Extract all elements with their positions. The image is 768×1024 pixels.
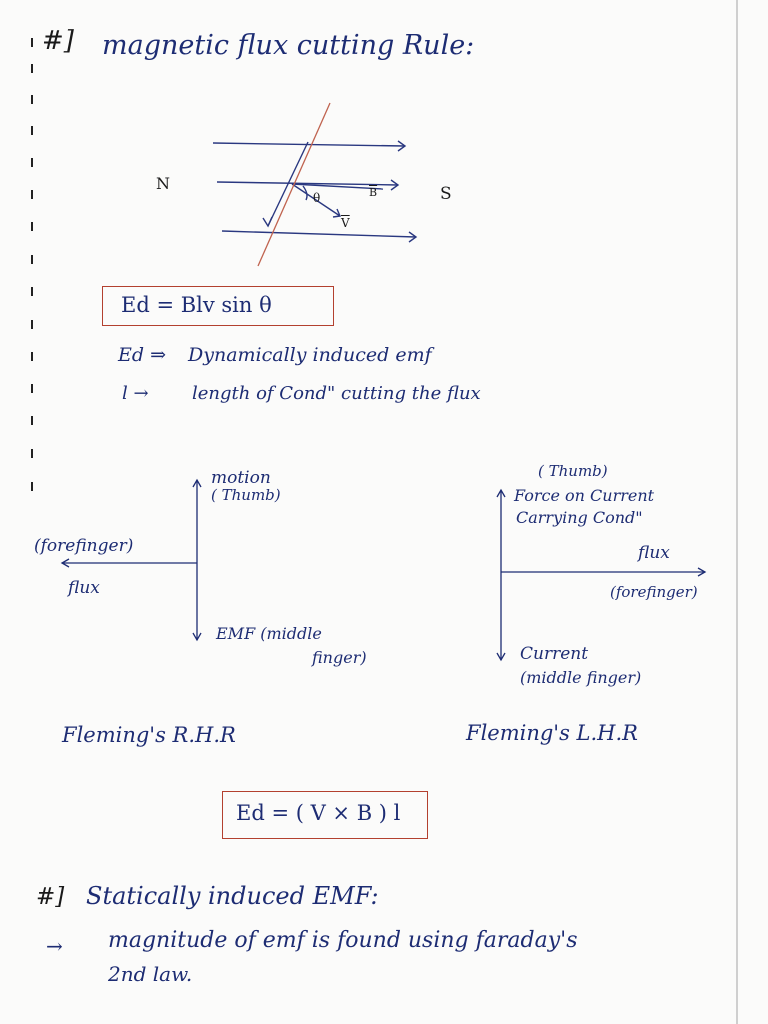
flux-line-middle — [216, 181, 399, 186]
formula-ed-blv-sin: Ed = Blv sin θ — [121, 293, 272, 317]
flux-line-top — [212, 142, 406, 147]
flux-arrow-middle — [390, 179, 400, 191]
vector-formula-box — [222, 791, 428, 839]
margin-tick — [31, 38, 33, 47]
margin-tick — [31, 384, 33, 393]
margin-tick — [31, 64, 33, 73]
lhr-flux-label: flux — [638, 543, 670, 563]
margin-tick — [31, 352, 33, 361]
margin-tick — [31, 416, 33, 425]
heading2-marker: #] — [36, 884, 65, 910]
lhr-title: Fleming's L.H.R — [466, 721, 638, 745]
lhr-conductor-label: Carrying Cond" — [516, 508, 643, 527]
lhr-current-label: Current — [520, 644, 589, 664]
lhr-forefinger-label: (forefinger) — [610, 583, 698, 601]
margin-tick — [31, 126, 33, 135]
def-l-symbol: l → — [122, 383, 149, 404]
def-l-text: length of Cond" cutting the flux — [192, 383, 481, 404]
theta-arc — [302, 185, 308, 201]
rhr-flux-label: flux — [68, 578, 100, 598]
flux-arrow-bottom — [408, 231, 418, 243]
rhr-thumb-label: ( Thumb) — [211, 486, 281, 504]
flux-line-bottom — [221, 230, 417, 238]
heading-marker: #] — [42, 26, 74, 56]
margin-tick — [31, 287, 33, 296]
lhr-flux-arrowhead — [697, 567, 707, 577]
lhr-force-label: Force on Current — [514, 486, 655, 505]
v-vector-arrowhead — [332, 208, 342, 218]
def-ed-text: Dynamically induced emf — [188, 344, 432, 366]
margin-tick — [31, 158, 33, 167]
lhr-force-arrowhead — [496, 488, 506, 498]
theta-label: θ — [313, 191, 321, 205]
velocity-guide-arrowhead — [262, 216, 273, 228]
velocity-guide — [267, 141, 309, 227]
lhr-current-arrowhead — [496, 652, 506, 662]
note-line-2: 2nd law. — [108, 962, 193, 986]
formula-ed-cross-product: Ed = ( V × B ) l — [236, 801, 401, 825]
margin-tick — [31, 320, 33, 329]
rhr-emf-label: EMF (middle — [216, 624, 322, 643]
note-arrow: → — [46, 934, 63, 958]
def-ed-symbol: Ed ⇒ — [118, 344, 166, 366]
heading-magnetic-flux-rule: magnetic flux cutting Rule: — [102, 30, 475, 61]
lhr-middle-finger-label: (middle finger) — [520, 668, 642, 687]
north-pole-label: N — [156, 174, 170, 193]
b-vector — [291, 183, 384, 190]
margin-tick — [31, 449, 33, 458]
margin-tick — [31, 95, 33, 104]
margin-tick — [31, 482, 33, 491]
rhr-flux-arrowhead — [60, 558, 70, 568]
margin-tick — [31, 222, 33, 231]
conductor — [257, 102, 331, 267]
v-vector-label: V — [341, 216, 350, 230]
rhr-middle-finger-label: finger) — [312, 648, 367, 667]
margin-line — [736, 0, 738, 1024]
formula-box — [102, 286, 334, 326]
rhr-forefinger-label: (forefinger) — [34, 536, 134, 556]
margin-tick — [31, 255, 33, 264]
lhr-thumb-label: ( Thumb) — [538, 462, 608, 480]
rhr-emf-arrowhead — [192, 632, 202, 642]
heading-statically-induced-emf: Statically induced EMF: — [86, 882, 379, 910]
south-pole-label: S — [440, 184, 452, 204]
rhr-motion-label: motion — [211, 468, 271, 488]
flux-arrow-top — [397, 140, 407, 152]
v-vector — [291, 183, 341, 217]
rhr-title: Fleming's R.H.R — [62, 723, 236, 747]
b-vector-label: B — [369, 186, 378, 199]
margin-tick — [31, 190, 33, 199]
rhr-thumb-arrowhead — [192, 478, 202, 488]
note-line-1: magnitude of emf is found using faraday'… — [108, 928, 578, 953]
